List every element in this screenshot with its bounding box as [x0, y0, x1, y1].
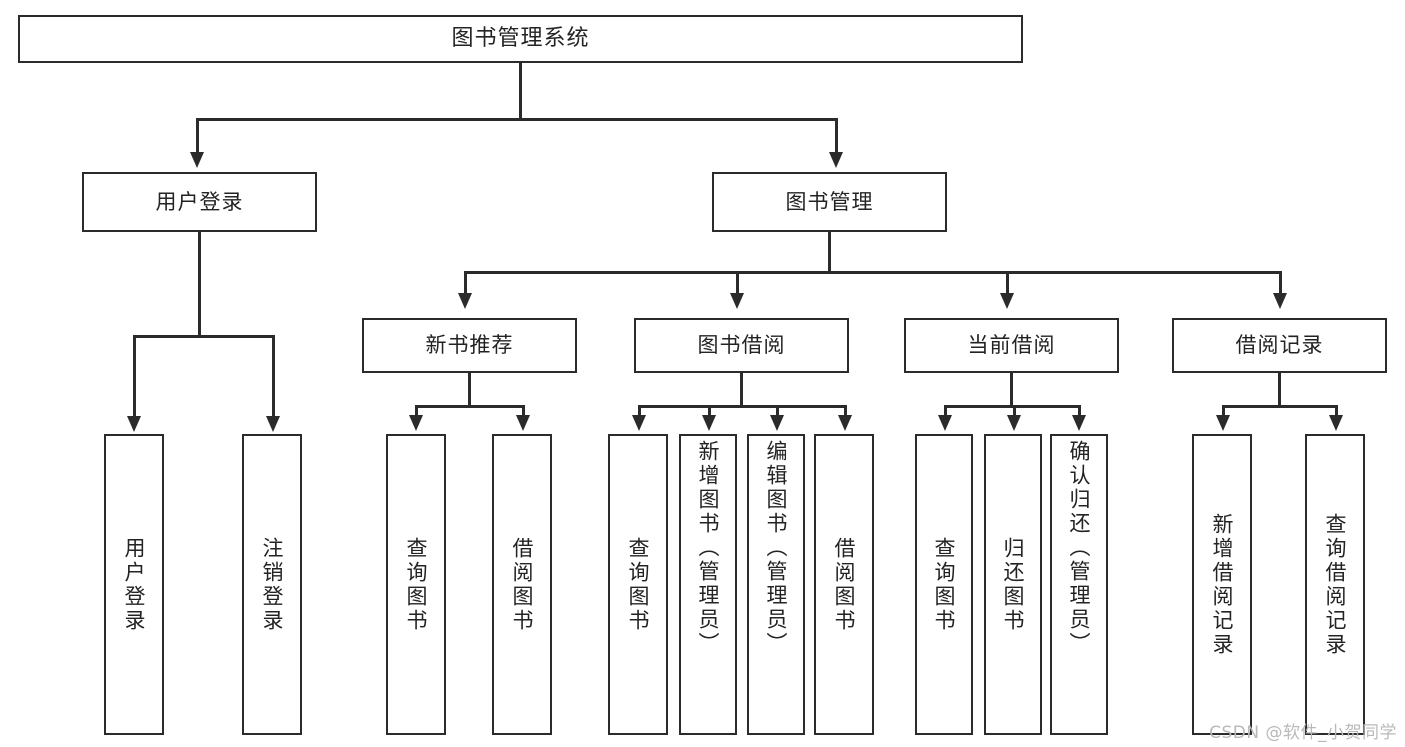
connector-book-manage-to-l2-3 — [1279, 271, 1282, 297]
connector-root-to-user-login — [196, 118, 199, 156]
connector-br-to-leaf-1 — [1335, 405, 1338, 417]
arrow-bb-to-leaf-1 — [702, 415, 716, 431]
connector-cb-to-leaf-2 — [1078, 405, 1081, 417]
node-new-book-recommend-label: 新书推荐 — [425, 333, 514, 358]
node-current-borrow-label: 当前借阅 — [967, 333, 1056, 358]
node-leaf-query-record-label: 查询借阅记录 — [1323, 512, 1348, 657]
node-leaf-borrow-book-1-label: 借阅图书 — [510, 536, 535, 633]
connector-br-to-leaf-0 — [1222, 405, 1225, 417]
node-leaf-query-book-2[interactable]: 查询图书 — [608, 434, 668, 735]
node-leaf-edit-book[interactable]: 编辑图书（管理员） — [747, 434, 805, 735]
connector-nbr-to-leaf-1 — [522, 405, 525, 417]
connector-user-login-to-leaf-1 — [272, 335, 275, 420]
arrow-bb-to-leaf-0 — [632, 415, 646, 431]
connector-book-borrow-bar — [638, 405, 845, 408]
node-user-login[interactable]: 用户登录 — [82, 172, 317, 232]
node-leaf-add-record[interactable]: 新增借阅记录 — [1192, 434, 1252, 735]
connector-nbr-to-leaf-0 — [415, 405, 418, 417]
arrow-user-login-to-leaf-0 — [127, 416, 141, 432]
node-leaf-user-login[interactable]: 用户登录 — [104, 434, 164, 735]
node-root-label: 图书管理系统 — [451, 26, 590, 52]
arrow-book-manage-to-l2-0 — [458, 293, 472, 309]
connector-bb-to-leaf-3 — [844, 405, 847, 417]
arrow-root-to-book-manage — [829, 152, 843, 168]
arrow-book-manage-to-l2-2 — [1000, 293, 1014, 309]
node-book-manage[interactable]: 图书管理 — [712, 172, 947, 232]
node-leaf-query-book-2-label: 查询图书 — [626, 536, 651, 633]
arrow-root-to-user-login — [190, 152, 204, 168]
connector-cb-to-leaf-1 — [1013, 405, 1016, 417]
node-borrow-record-label: 借阅记录 — [1235, 333, 1324, 358]
arrow-cb-to-leaf-0 — [938, 415, 952, 431]
connector-new-book-recommend-bar — [415, 405, 525, 408]
connector-book-manage-stem — [828, 232, 831, 273]
connector-book-manage-to-l2-1 — [736, 271, 739, 297]
arrow-book-manage-to-l2-3 — [1273, 293, 1287, 309]
connector-root-to-book-manage — [835, 118, 838, 156]
connector-current-borrow-stem — [1010, 373, 1013, 407]
watermark-text: CSDN @软件_小贺同学 — [1209, 723, 1397, 743]
arrow-br-to-leaf-1 — [1329, 415, 1343, 431]
arrow-nbr-to-leaf-1 — [516, 415, 530, 431]
node-leaf-return-book[interactable]: 归还图书 — [984, 434, 1042, 735]
connector-bb-to-leaf-0 — [638, 405, 641, 417]
node-root[interactable]: 图书管理系统 — [18, 15, 1023, 63]
node-leaf-query-book-3-label: 查询图书 — [932, 536, 957, 633]
connector-borrow-record-bar — [1222, 405, 1338, 408]
node-leaf-return-book-label: 归还图书 — [1001, 536, 1026, 633]
connector-bb-to-leaf-2 — [776, 405, 779, 417]
node-leaf-borrow-book-2-label: 借阅图书 — [832, 536, 857, 633]
arrow-nbr-to-leaf-0 — [409, 415, 423, 431]
connector-book-manage-bar — [464, 271, 1282, 274]
arrow-br-to-leaf-0 — [1216, 415, 1230, 431]
arrow-bb-to-leaf-2 — [770, 415, 784, 431]
node-new-book-recommend[interactable]: 新书推荐 — [362, 318, 577, 373]
node-leaf-add-record-label: 新增借阅记录 — [1210, 512, 1235, 657]
connector-user-login-to-leaf-0 — [133, 335, 136, 420]
arrow-bb-to-leaf-3 — [838, 415, 852, 431]
arrow-book-manage-to-l2-1 — [730, 293, 744, 309]
arrow-cb-to-leaf-1 — [1007, 415, 1021, 431]
node-leaf-query-book-1-label: 查询图书 — [404, 536, 429, 633]
connector-current-borrow-bar — [944, 405, 1081, 408]
connector-root-stem — [519, 63, 522, 118]
node-leaf-add-book[interactable]: 新增图书（管理员） — [679, 434, 737, 735]
node-leaf-query-record[interactable]: 查询借阅记录 — [1305, 434, 1365, 735]
connector-book-borrow-stem — [740, 373, 743, 407]
node-user-login-label: 用户登录 — [155, 189, 244, 214]
node-book-borrow[interactable]: 图书借阅 — [634, 318, 849, 373]
node-leaf-add-book-label: 新增图书（管理员） — [696, 440, 721, 656]
node-leaf-user-logout-label: 注销登录 — [260, 536, 285, 633]
node-book-manage-label: 图书管理 — [785, 189, 874, 214]
connector-book-manage-to-l2-2 — [1006, 271, 1009, 297]
node-current-borrow[interactable]: 当前借阅 — [904, 318, 1119, 373]
node-leaf-confirm-return[interactable]: 确认归还（管理员） — [1050, 434, 1108, 735]
node-leaf-query-book-1[interactable]: 查询图书 — [386, 434, 446, 735]
connector-book-manage-to-l2-0 — [464, 271, 467, 297]
node-leaf-edit-book-label: 编辑图书（管理员） — [764, 440, 789, 656]
node-borrow-record[interactable]: 借阅记录 — [1172, 318, 1387, 373]
node-book-borrow-label: 图书借阅 — [697, 333, 786, 358]
node-leaf-user-login-label: 用户登录 — [122, 536, 147, 633]
connector-bb-to-leaf-1 — [708, 405, 711, 417]
connector-borrow-record-stem — [1278, 373, 1281, 407]
connector-root-bar — [196, 118, 838, 121]
arrow-user-login-to-leaf-1 — [266, 416, 280, 432]
node-leaf-confirm-return-label: 确认归还（管理员） — [1067, 440, 1092, 656]
node-leaf-borrow-book-1[interactable]: 借阅图书 — [492, 434, 552, 735]
connector-user-login-stem — [198, 232, 201, 335]
node-leaf-query-book-3[interactable]: 查询图书 — [915, 434, 973, 735]
connector-cb-to-leaf-0 — [944, 405, 947, 417]
node-leaf-borrow-book-2[interactable]: 借阅图书 — [814, 434, 874, 735]
connector-new-book-recommend-stem — [468, 373, 471, 407]
arrow-cb-to-leaf-2 — [1072, 415, 1086, 431]
node-leaf-user-logout[interactable]: 注销登录 — [242, 434, 302, 735]
connector-user-login-bar — [133, 335, 275, 338]
